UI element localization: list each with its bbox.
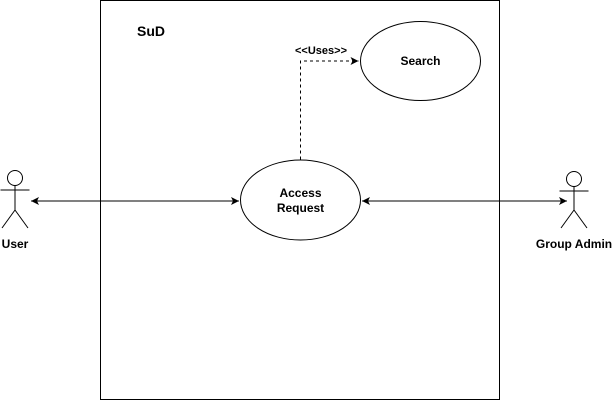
actor-user-head (7, 170, 23, 186)
actor-group-admin-head (566, 171, 582, 187)
use-case-search-label: Search (400, 54, 440, 68)
system-title: SuD (137, 23, 165, 39)
actor-group-admin-leg-left (560, 209, 575, 229)
actor-user-leg-left (1, 209, 16, 229)
actor-group-admin[interactable] (559, 171, 589, 229)
actor-user-leg-right (14, 209, 29, 229)
use-case-access-request-line1: Access (279, 186, 321, 200)
use-case-access-request[interactable] (240, 159, 361, 241)
use-case-access-request-line2: Request (277, 201, 324, 215)
actor-group-admin-label: Group Admin (536, 237, 612, 251)
actor-group-admin-leg-right (573, 209, 588, 229)
actor-user[interactable] (0, 170, 30, 229)
uses-label: <<Uses>> (295, 45, 347, 57)
use-case-search[interactable] (360, 21, 481, 101)
uses-dependency-line[interactable] (300, 57, 359, 160)
actor-user-label: User (2, 237, 29, 251)
